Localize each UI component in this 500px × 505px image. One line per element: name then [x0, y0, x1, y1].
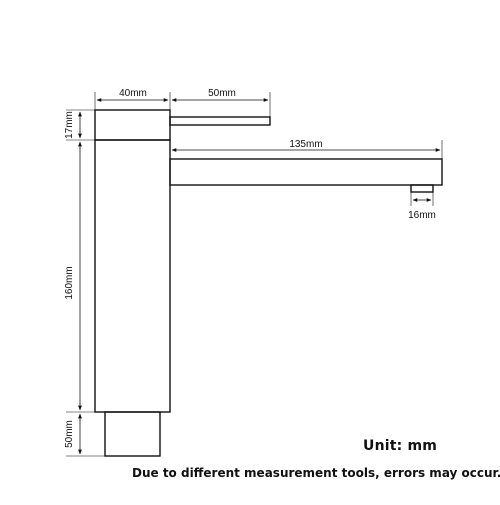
faucet-main-body — [94, 139, 171, 413]
label-outlet-diameter: 16mm — [408, 210, 436, 221]
label-base-height: 50mm — [64, 420, 75, 448]
label-body-height: 160mm — [64, 266, 75, 299]
extension-lines — [66, 92, 443, 457]
label-spout-length: 135mm — [289, 139, 322, 150]
faucet-outlet — [410, 184, 434, 193]
measurement-disclaimer: Due to different measurement tools, erro… — [132, 466, 500, 480]
dimension-arrows — [78, 98, 441, 455]
faucet-spout — [169, 158, 443, 186]
label-handle-length: 50mm — [208, 88, 236, 99]
faucet-top-cap — [94, 109, 171, 141]
faucet-handle — [169, 116, 271, 126]
faucet-outline — [94, 109, 443, 457]
unit-label: Unit: mm — [363, 438, 438, 454]
faucet-base — [104, 411, 161, 457]
label-top-height: 17mm — [64, 111, 75, 139]
label-base-width: 40mm — [119, 88, 147, 99]
